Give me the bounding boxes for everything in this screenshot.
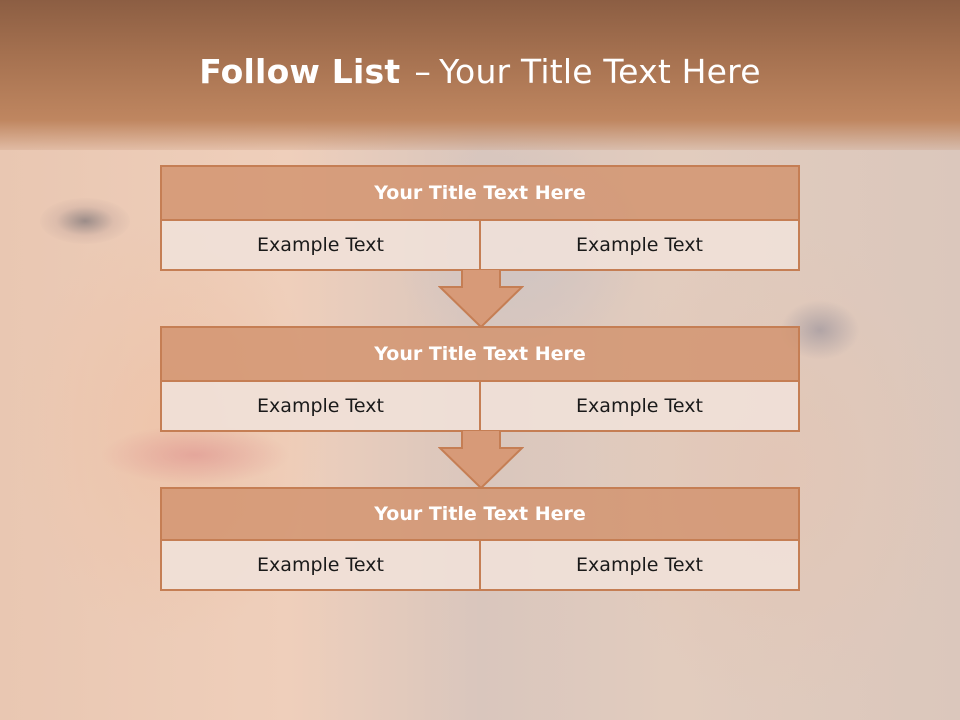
down-arrow-icon (438, 269, 524, 329)
cell-left: Example Text (257, 234, 384, 256)
title-separator: – (414, 52, 432, 91)
title-bold: Follow List (199, 52, 401, 91)
cell-right: Example Text (479, 221, 798, 269)
block-title: Your Title Text Here (160, 487, 800, 541)
cell-right: Example Text (479, 541, 798, 589)
cell-left: Example Text (257, 554, 384, 576)
block-row: Example Text Example Text (160, 541, 800, 591)
list-block-3: Your Title Text Here Example Text Exampl… (160, 487, 800, 591)
header-bar (0, 0, 960, 150)
block-title: Your Title Text Here (160, 326, 800, 382)
cell-left: Example Text (257, 395, 384, 417)
down-arrow-icon (438, 430, 524, 490)
block-title: Your Title Text Here (160, 165, 800, 221)
block-row: Example Text Example Text (160, 221, 800, 271)
list-block-2: Your Title Text Here Example Text Exampl… (160, 326, 800, 432)
title-rest: Your Title Text Here (439, 52, 761, 91)
list-block-1: Your Title Text Here Example Text Exampl… (160, 165, 800, 271)
cell-right: Example Text (479, 382, 798, 430)
slide-title: Follow List–Your Title Text Here (0, 52, 960, 91)
block-row: Example Text Example Text (160, 382, 800, 432)
